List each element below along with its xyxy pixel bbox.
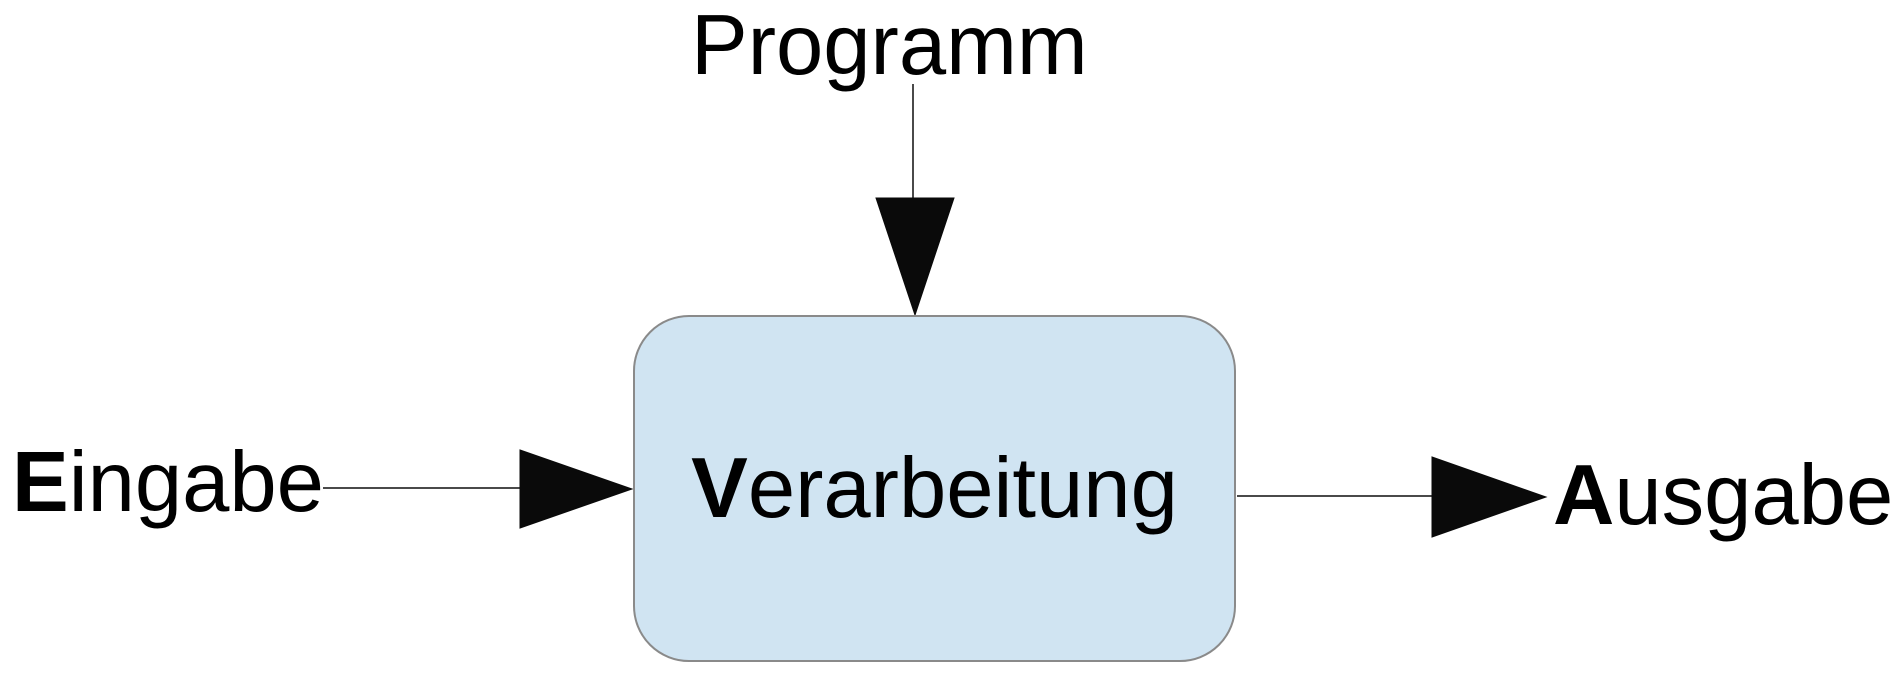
process-label-initial: V bbox=[691, 441, 748, 536]
output-label-initial: A bbox=[1553, 448, 1615, 543]
output-right-arrow bbox=[1237, 456, 1548, 538]
program-arrowhead-icon bbox=[875, 197, 955, 317]
process-label: Verarbeitung bbox=[691, 446, 1178, 531]
input-label-initial: E bbox=[12, 435, 69, 530]
output-label-rest: usgabe bbox=[1614, 448, 1894, 543]
input-label: Eingabe bbox=[12, 440, 324, 525]
program-down-arrow bbox=[875, 84, 955, 317]
program-label-text: Programm bbox=[691, 0, 1088, 93]
process-label-rest: erarbeitung bbox=[747, 441, 1178, 536]
output-arrowhead-icon bbox=[1431, 456, 1548, 538]
output-label: Ausgabe bbox=[1553, 453, 1893, 538]
input-right-arrow bbox=[323, 449, 634, 529]
process-box: Verarbeitung bbox=[633, 315, 1236, 662]
input-arrowhead-icon bbox=[519, 449, 634, 529]
program-label: Programm bbox=[691, 3, 1088, 88]
input-label-rest: ingabe bbox=[68, 435, 324, 530]
